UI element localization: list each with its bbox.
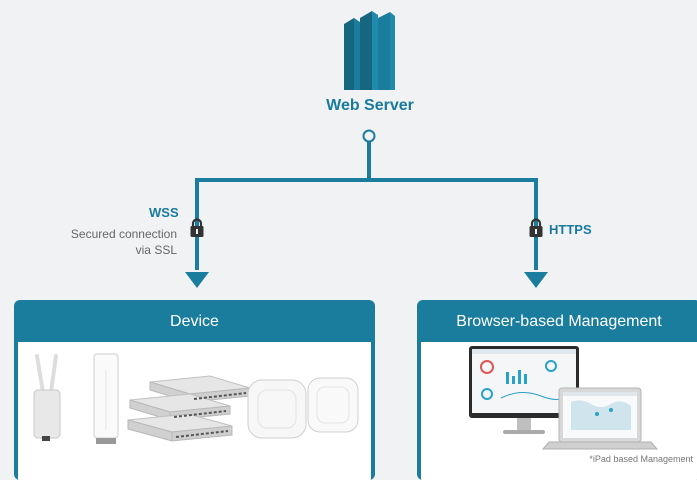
lock-icon bbox=[529, 218, 543, 237]
browser-panel-body: *iPad based Management bbox=[421, 342, 697, 480]
ceiling-access-point-icon bbox=[247, 379, 307, 439]
ssl-note-line2: via SSL bbox=[135, 243, 177, 257]
ipad-caption: *iPad based Management bbox=[589, 454, 693, 464]
outdoor-access-point-icon bbox=[33, 354, 61, 441]
server-title: Web Server bbox=[326, 97, 414, 114]
ssl-note-line1: Secured connection bbox=[70, 227, 177, 241]
outdoor-unit-icon bbox=[93, 353, 119, 444]
browser-panel: Browser-based Management bbox=[417, 300, 697, 480]
monitor-icon bbox=[469, 346, 579, 434]
laptop-icon bbox=[541, 387, 659, 450]
wss-label: WSS bbox=[149, 205, 179, 220]
lock-icon bbox=[190, 218, 204, 237]
device-panel: Device bbox=[14, 300, 375, 480]
management-devices-image bbox=[469, 346, 659, 450]
connector-lines bbox=[185, 129, 548, 288]
server-icon bbox=[344, 11, 395, 90]
device-panel-title: Device bbox=[170, 313, 219, 330]
network-devices-image bbox=[33, 353, 359, 444]
browser-panel-title: Browser-based Management bbox=[456, 313, 662, 330]
switch-stack-icon bbox=[127, 375, 251, 442]
ceiling-access-point-icon bbox=[307, 377, 359, 433]
device-panel-body bbox=[18, 342, 371, 480]
https-label: HTTPS bbox=[549, 222, 592, 237]
